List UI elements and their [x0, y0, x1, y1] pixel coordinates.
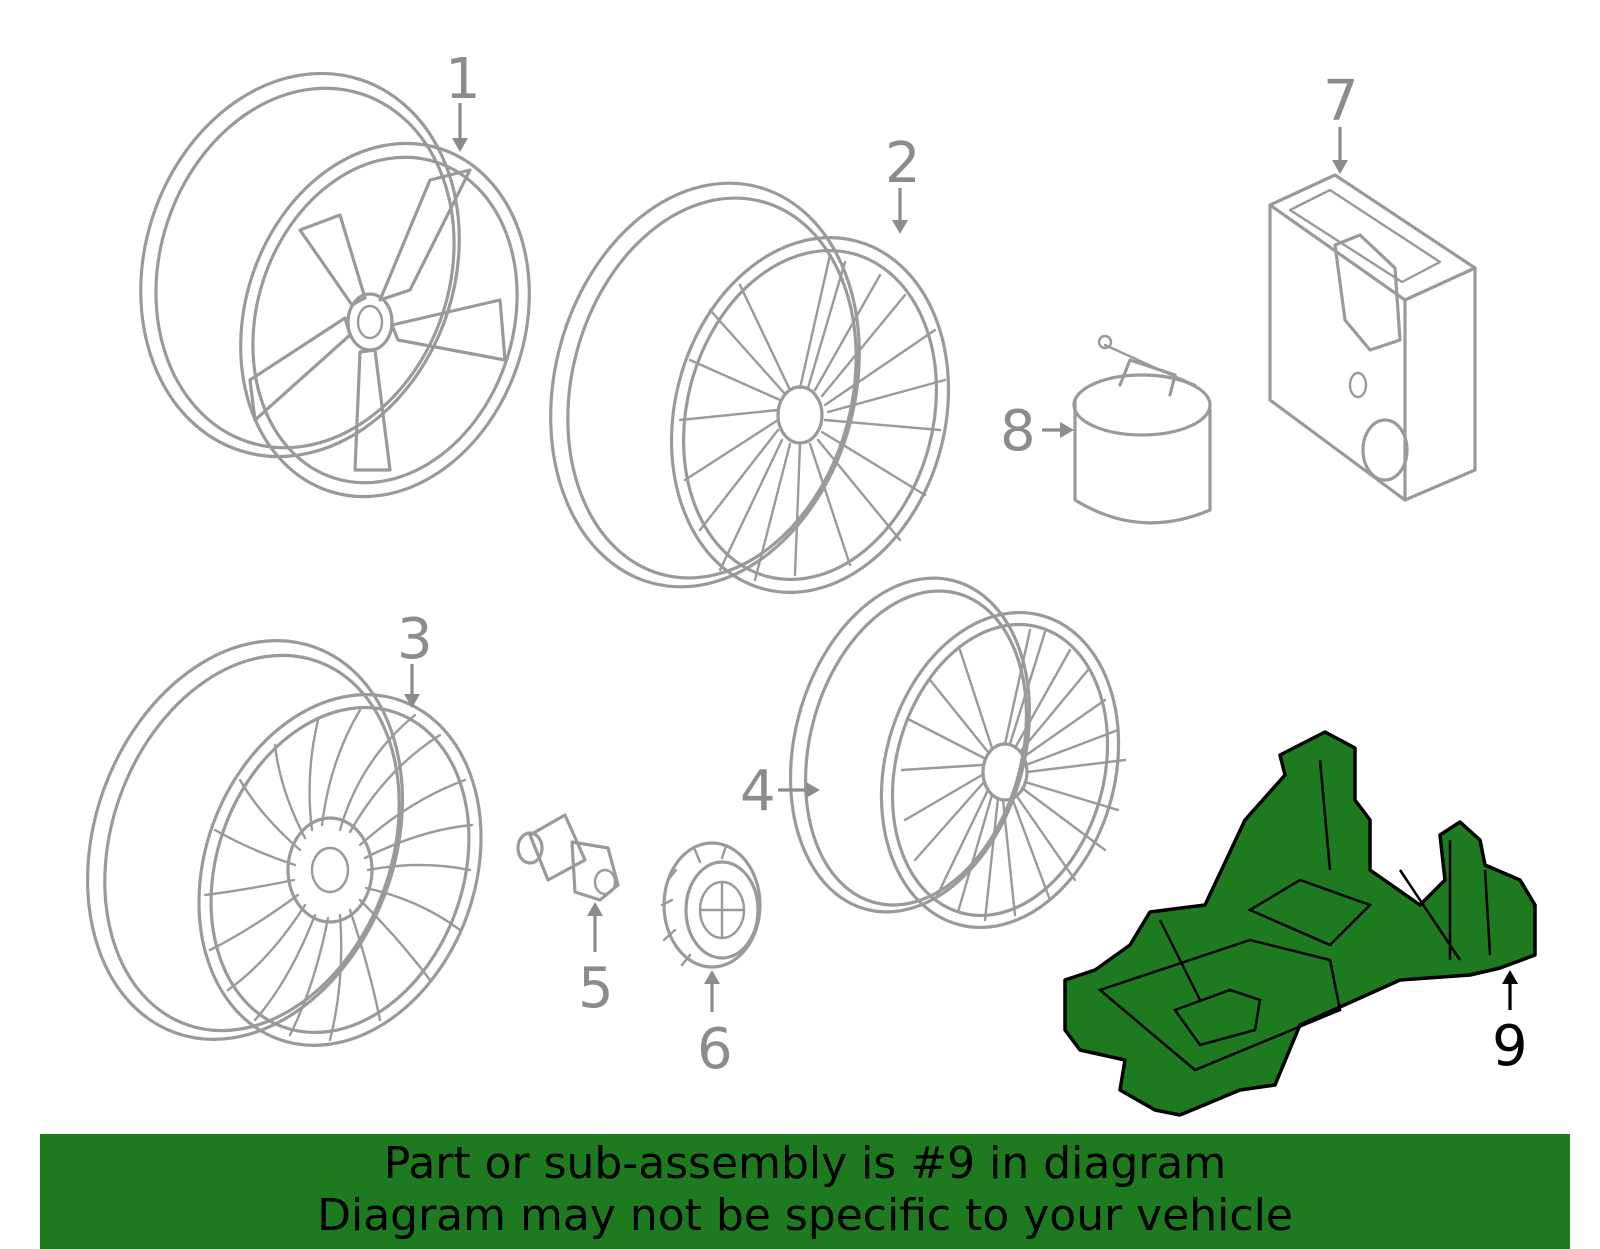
callout-9: 9: [1492, 1014, 1528, 1079]
part-1-wheel[interactable]: [92, 32, 573, 535]
part-7-compressor[interactable]: [1268, 173, 1477, 502]
part-8-sealant-bottle[interactable]: [1072, 334, 1212, 525]
banner-line-part-number: Part or sub-assembly is #9 in diagram: [383, 1138, 1227, 1189]
callout-2: 2: [885, 131, 921, 196]
part-3-wheel[interactable]: [34, 596, 528, 1085]
callout-1: 1: [445, 47, 481, 112]
part-6-center-cap[interactable]: [660, 841, 762, 969]
callout-arrows: [404, 103, 1518, 1012]
callout-8: 8: [1000, 399, 1036, 464]
part-4-wheel[interactable]: [755, 551, 1153, 954]
part-2-wheel[interactable]: [507, 148, 987, 624]
part-9-tool-tray[interactable]: [1063, 730, 1537, 1117]
callout-5: 5: [578, 956, 614, 1021]
callout-7: 7: [1323, 69, 1359, 134]
info-banner: Part or sub-assembly is #9 in diagram Di…: [40, 1134, 1570, 1249]
callout-3: 3: [397, 607, 433, 672]
callout-6: 6: [697, 1017, 733, 1082]
callout-labels: 1 2 3 4 5 6 7 8 9: [397, 47, 1528, 1082]
callout-4: 4: [740, 759, 776, 824]
part-5-wheel-bolt[interactable]: [516, 813, 620, 902]
banner-line-disclaimer: Diagram may not be specific to your vehi…: [317, 1190, 1293, 1241]
